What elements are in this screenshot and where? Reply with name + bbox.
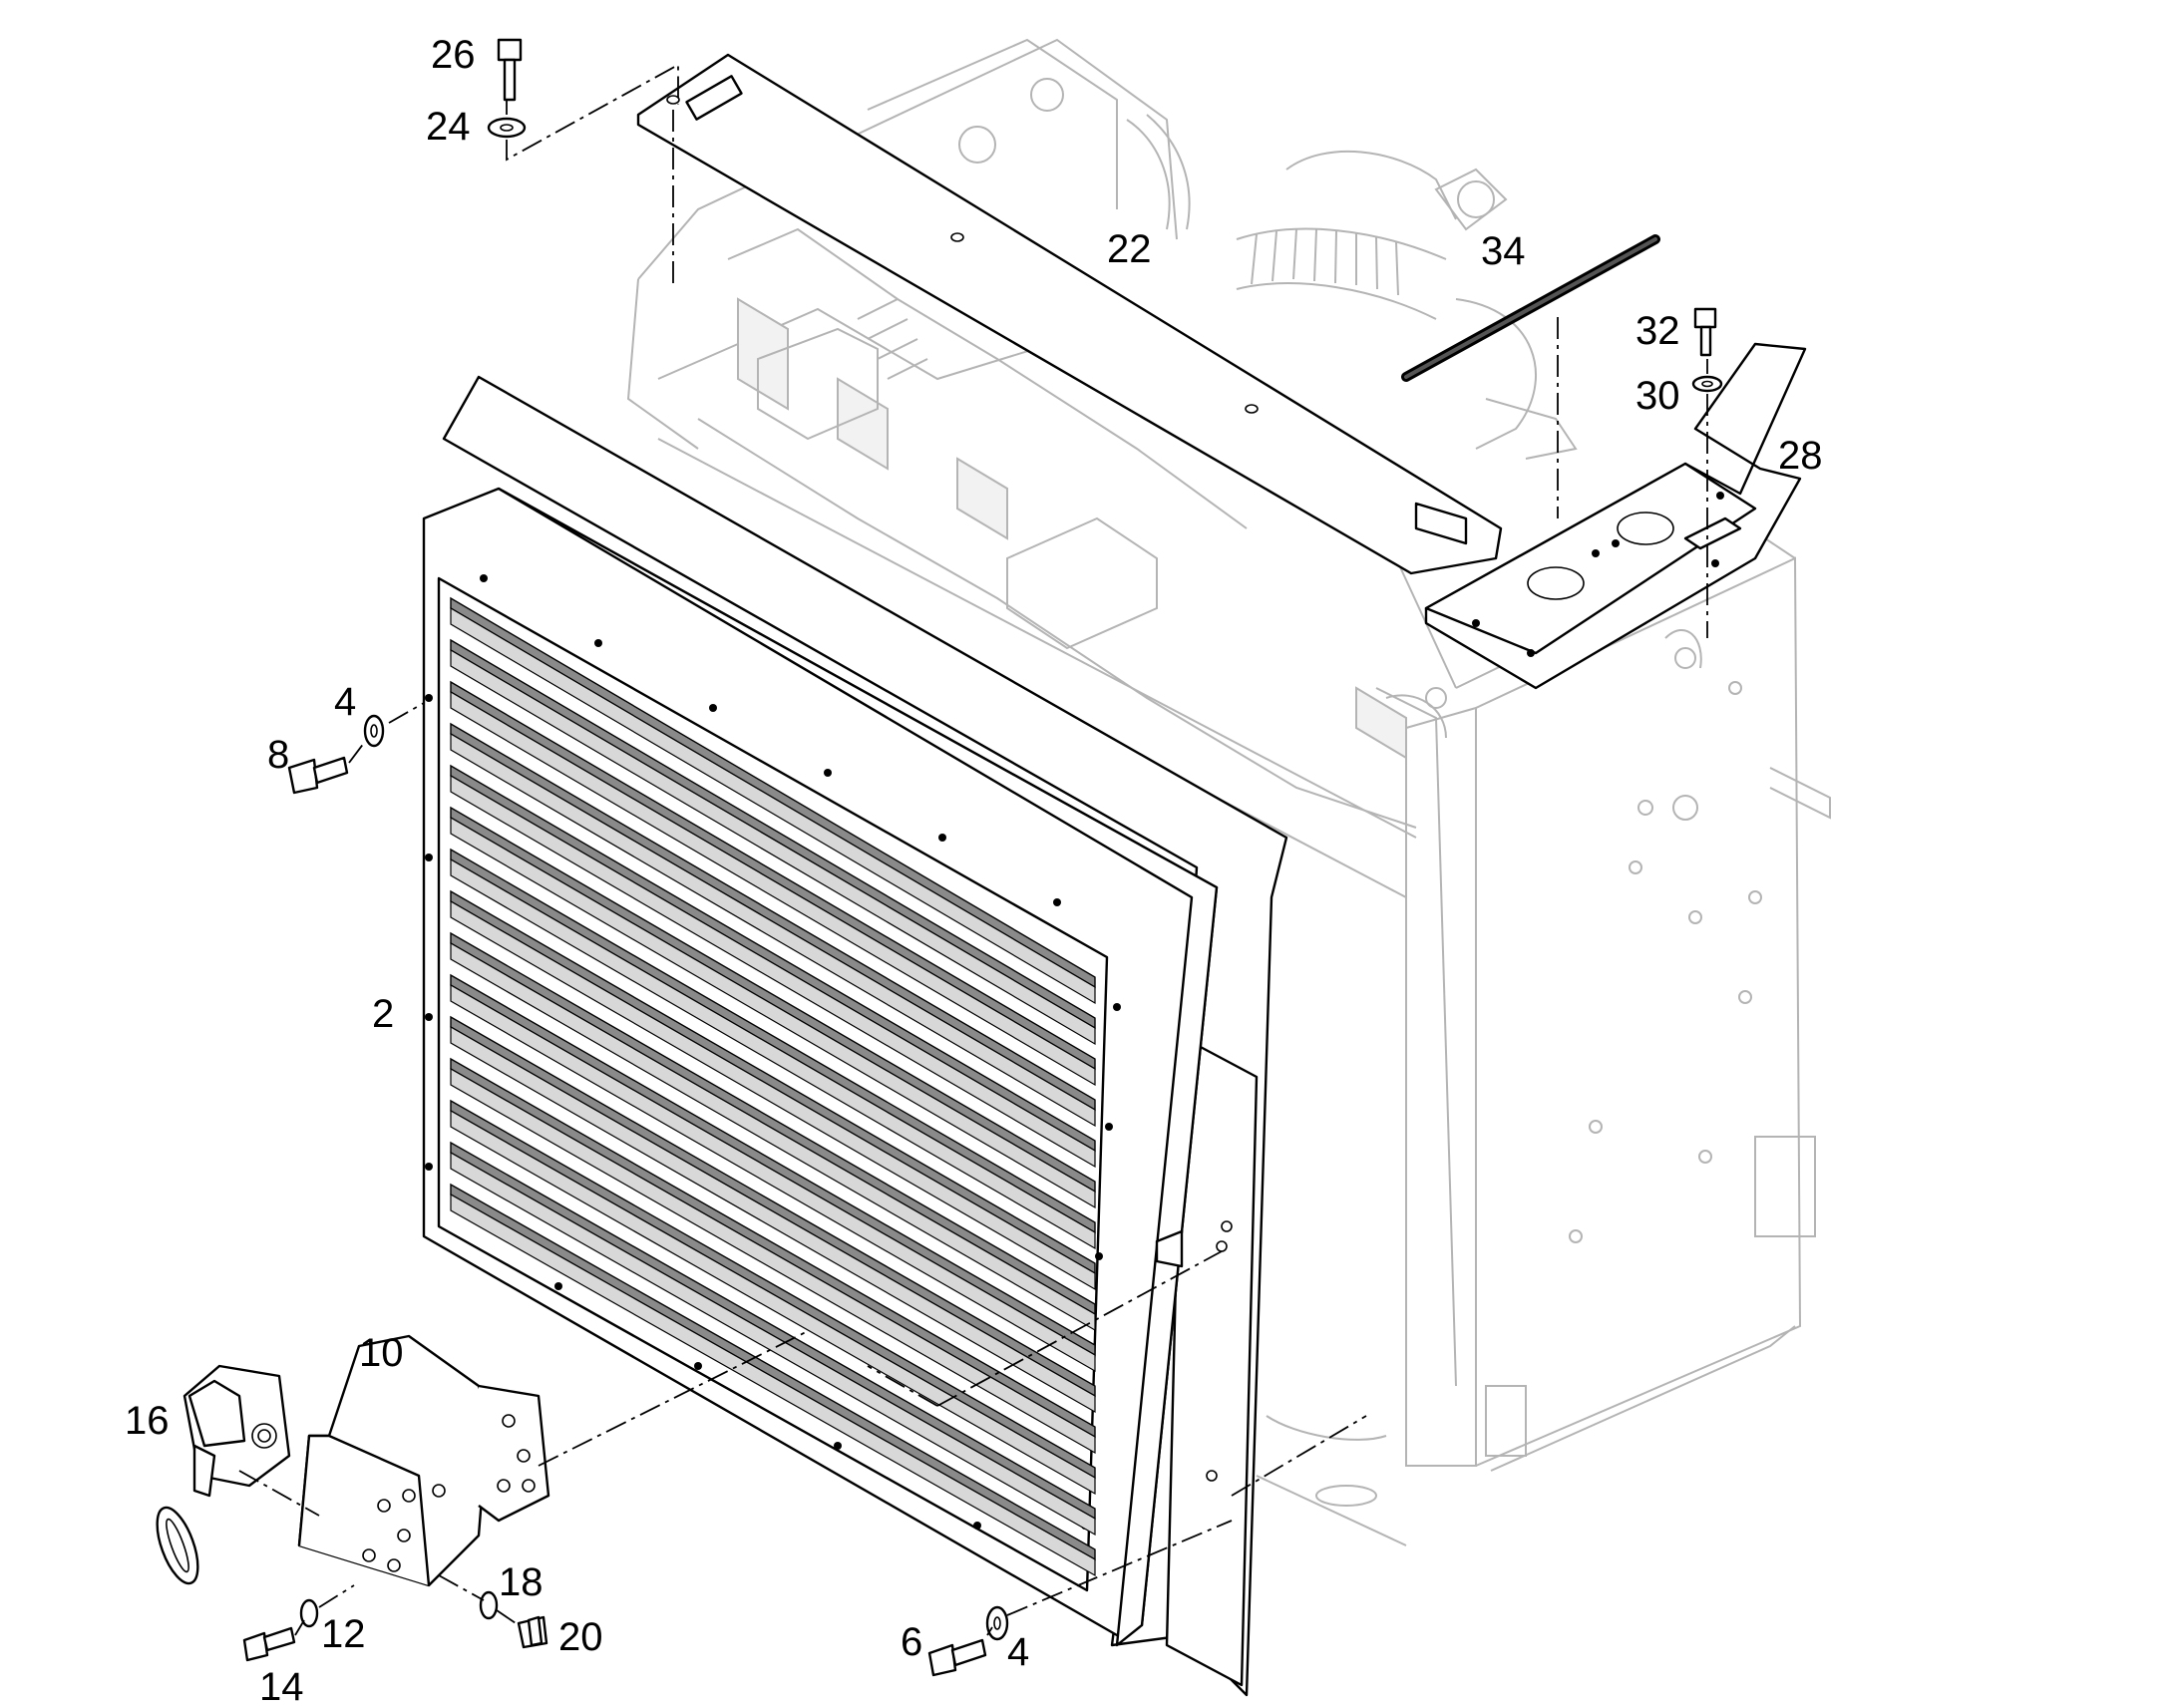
louvre-slat-face xyxy=(450,1067,1096,1455)
grille-louvres xyxy=(450,596,1096,1577)
assembly-lead-lines xyxy=(238,63,1708,1636)
louvre-slat-face xyxy=(450,1025,1096,1414)
callout-labels: 2 4 4 6 8 10 12 14 16 18 20 22 24 26 28 … xyxy=(125,33,1823,1708)
fastener-bolt-8 xyxy=(287,756,349,795)
fastener-bolt-32 xyxy=(1693,307,1717,357)
fastener-washer-4-upper xyxy=(363,714,385,748)
louvre-slat-face xyxy=(450,816,1096,1209)
fastener-washer-4-lower xyxy=(985,1605,1009,1641)
louvre-slat-face xyxy=(450,774,1096,1169)
callout-34: 34 xyxy=(1481,229,1526,273)
callout-4: 4 xyxy=(1007,1630,1029,1674)
bracket-10 xyxy=(297,1334,550,1587)
fastener-bolt-6 xyxy=(927,1638,987,1677)
callout-2: 2 xyxy=(372,992,394,1036)
fastener-bolt-20 xyxy=(517,1615,548,1649)
louvre-slat-face xyxy=(450,857,1096,1250)
louvre-slat-face xyxy=(450,983,1096,1373)
mounting-plate-28 xyxy=(1424,342,1807,690)
fastener-washer-18 xyxy=(479,1590,499,1620)
fastener-washer-30 xyxy=(1691,375,1723,393)
callout-26: 26 xyxy=(431,33,476,77)
top-bracket-22 xyxy=(636,53,1503,575)
callout-4: 4 xyxy=(334,680,356,724)
callout-6: 6 xyxy=(901,1620,922,1664)
seal-strip-34 xyxy=(1401,234,1660,382)
frame-screws xyxy=(425,574,1121,1530)
grille-shroud-2 xyxy=(422,375,1288,1697)
fastener-bolt-14 xyxy=(242,1626,296,1662)
louvre-slat-face xyxy=(450,690,1096,1087)
callout-20: 20 xyxy=(558,1615,603,1659)
louvre-slat-face xyxy=(450,1151,1096,1537)
callout-16: 16 xyxy=(125,1399,170,1443)
callout-32: 32 xyxy=(1635,309,1680,353)
louvre-slat-face xyxy=(450,941,1096,1332)
callout-10: 10 xyxy=(359,1331,404,1375)
louvre-slat-face xyxy=(450,899,1096,1291)
callout-12: 12 xyxy=(321,1612,366,1656)
callout-22: 22 xyxy=(1107,227,1152,271)
callout-24: 24 xyxy=(426,105,471,149)
louvre-slat-face xyxy=(450,1109,1096,1496)
louvre-slat-face xyxy=(450,648,1096,1046)
callout-14: 14 xyxy=(259,1665,304,1708)
fastener-bolt-26 xyxy=(497,38,523,102)
fastener-washer-24 xyxy=(487,117,527,139)
callout-28: 28 xyxy=(1778,434,1823,478)
louvre-slat-face xyxy=(450,1193,1096,1577)
callout-30: 30 xyxy=(1635,374,1680,418)
callout-18: 18 xyxy=(499,1560,544,1604)
callout-8: 8 xyxy=(267,733,289,777)
louvre-slat-face xyxy=(450,606,1096,1005)
louvre-slat-face xyxy=(450,732,1096,1128)
lifting-eye-16 xyxy=(156,1364,291,1585)
fastener-washer-12 xyxy=(299,1598,319,1628)
